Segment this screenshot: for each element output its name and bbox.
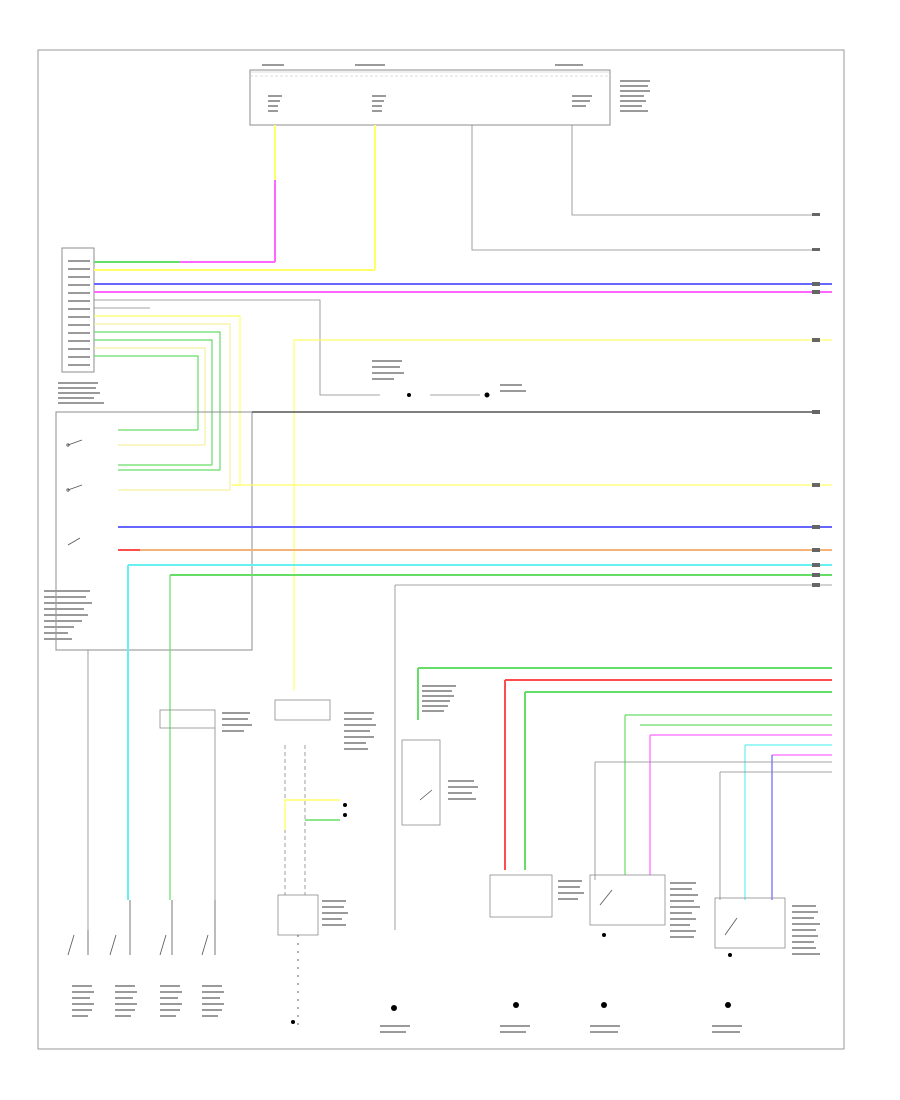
module-bottom-right-1	[589, 874, 700, 938]
switch-labels-bottom-left	[72, 985, 224, 1017]
relay-middle	[372, 360, 526, 398]
diagram-border	[37, 49, 845, 1050]
top-feed-wires	[274, 125, 812, 270]
ground-icon	[291, 933, 732, 1024]
bus-wires-right	[417, 667, 832, 900]
bus-wires-lower	[87, 429, 832, 930]
module-bottom-center	[489, 874, 584, 918]
switch-icon	[419, 789, 433, 801]
switch-icon	[724, 917, 738, 936]
connector-middle	[274, 699, 376, 895]
connector-icon	[812, 213, 820, 587]
fuse-box-top	[249, 64, 650, 126]
module-bottom-right-2	[714, 897, 820, 955]
module-bottom-left-center	[277, 894, 348, 1025]
bus-wires-upper	[94, 261, 832, 690]
control-module-left	[44, 411, 820, 651]
switch-icon	[66, 439, 83, 546]
junction-mid-right	[401, 685, 478, 826]
main-connector-left	[58, 247, 104, 404]
ground-labels	[380, 1025, 742, 1033]
connector-left-middle	[159, 709, 252, 900]
door-switches-bottom-left	[67, 900, 216, 956]
switch-icon	[599, 889, 613, 906]
